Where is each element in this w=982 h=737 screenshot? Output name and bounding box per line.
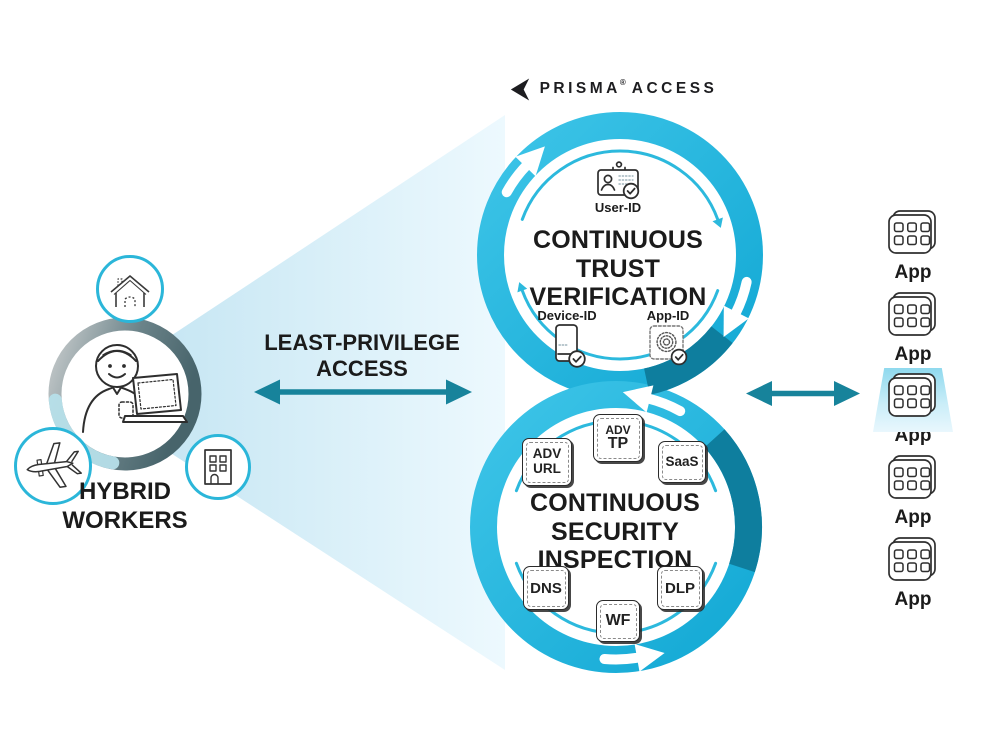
device-id-icon — [548, 323, 588, 369]
app-id-icon — [645, 322, 691, 368]
building-circle — [185, 434, 251, 500]
trust-disc — [503, 138, 737, 372]
logo-product: ACCESS — [631, 80, 718, 97]
app-item: App — [882, 292, 944, 366]
app-label: App — [894, 262, 932, 283]
app-grid-icon — [884, 537, 942, 585]
app-label: App — [894, 589, 932, 610]
security-title: CONTINUOUS SECURITY INSPECTION — [529, 489, 701, 574]
app-label: App — [894, 344, 932, 365]
user-id-icon — [594, 160, 644, 200]
badge-dns: DNS — [523, 566, 569, 610]
logo-brand: PRISMA — [539, 80, 621, 97]
least-privilege-arrow — [254, 379, 472, 405]
rotation-arrows — [501, 146, 752, 672]
app-id-label: App-ID — [646, 308, 690, 323]
app-item: App — [882, 537, 944, 611]
home-circle — [96, 255, 164, 323]
logo-registered-mark: ® — [619, 78, 626, 87]
app-label: App — [894, 507, 932, 528]
apps-arrow — [746, 381, 860, 406]
app-grid-icon — [884, 292, 942, 340]
logo-text: PRISMA® ACCESS — [539, 78, 718, 98]
prisma-mark-icon — [510, 78, 529, 100]
user-id-label: User-ID — [594, 200, 642, 215]
app-item: App — [882, 210, 944, 284]
app-grid-icon — [884, 210, 942, 258]
hybrid-workers-label: HYBRID WORKERS — [62, 478, 188, 534]
prisma-access-logo: PRISMA® ACCESS — [488, 74, 738, 104]
badge-dlp: DLP — [657, 566, 703, 610]
badge-adv-url: ADV URL — [522, 438, 572, 486]
ring-overlap-shading — [643, 326, 762, 573]
worker-icon — [82, 344, 188, 433]
badge-saas: SaaS — [658, 441, 706, 483]
airplane-circle — [14, 427, 92, 505]
home-icon — [110, 275, 150, 307]
app-item: App — [882, 455, 944, 529]
app-grid-icon — [873, 368, 953, 432]
device-id-label: Device-ID — [537, 308, 597, 323]
trust-title: CONTINUOUS TRUST VERIFICATION — [529, 226, 707, 311]
airplane-icon — [26, 442, 83, 488]
badge-wf: WF — [596, 600, 640, 642]
app-item-highlighted: App — [873, 368, 953, 447]
app-grid-icon — [884, 455, 942, 503]
badge-adv-tp: ADV TP — [593, 414, 643, 462]
building-icon — [204, 449, 232, 485]
least-privilege-label: LEAST-PRIVILEGE ACCESS — [264, 330, 460, 381]
